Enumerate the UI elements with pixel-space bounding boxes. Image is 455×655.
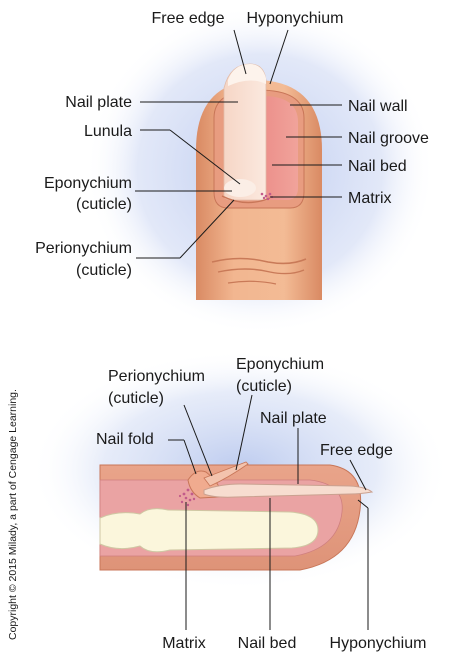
bottom-label-hyponychium: Hyponychium bbox=[330, 635, 427, 652]
top-label-lunula: Lunula bbox=[84, 123, 132, 140]
top-label-perionychium: Perionychium bbox=[35, 240, 132, 257]
top-label-free-edge: Free edge bbox=[152, 10, 225, 27]
top-label-eponychium-cuticle: (cuticle) bbox=[76, 196, 132, 213]
copyright-notice: Copyright © 2015 Milady, a part of Cenga… bbox=[7, 389, 19, 640]
top-label-hyponychium: Hyponychium bbox=[247, 10, 344, 27]
bottom-label-perionychium: Perionychium bbox=[108, 368, 205, 385]
bottom-label-nail-plate: Nail plate bbox=[260, 410, 327, 427]
top-label-matrix: Matrix bbox=[348, 190, 392, 207]
bottom-bone bbox=[100, 509, 318, 552]
bottom-label-perionychium-cuticle: (cuticle) bbox=[108, 390, 164, 407]
top-nail-bed bbox=[262, 96, 298, 200]
top-lunula bbox=[224, 179, 256, 197]
bottom-label-nail-fold: Nail fold bbox=[96, 431, 154, 448]
top-label-eponychium: Eponychium bbox=[44, 175, 132, 192]
bottom-label-nail-bed: Nail bed bbox=[238, 635, 297, 652]
bottom-label-matrix: Matrix bbox=[162, 635, 206, 652]
top-label-nail-plate: Nail plate bbox=[65, 94, 132, 111]
top-label-nail-wall: Nail wall bbox=[348, 98, 408, 115]
bottom-label-free-edge: Free edge bbox=[320, 442, 393, 459]
bottom-label-eponychium: Eponychium bbox=[236, 356, 324, 373]
top-label-nail-groove: Nail groove bbox=[348, 130, 429, 147]
top-label-nail-bed: Nail bed bbox=[348, 158, 407, 175]
top-label-perionychium-cuticle: (cuticle) bbox=[76, 262, 132, 279]
bottom-label-eponychium-cuticle: (cuticle) bbox=[236, 378, 292, 395]
